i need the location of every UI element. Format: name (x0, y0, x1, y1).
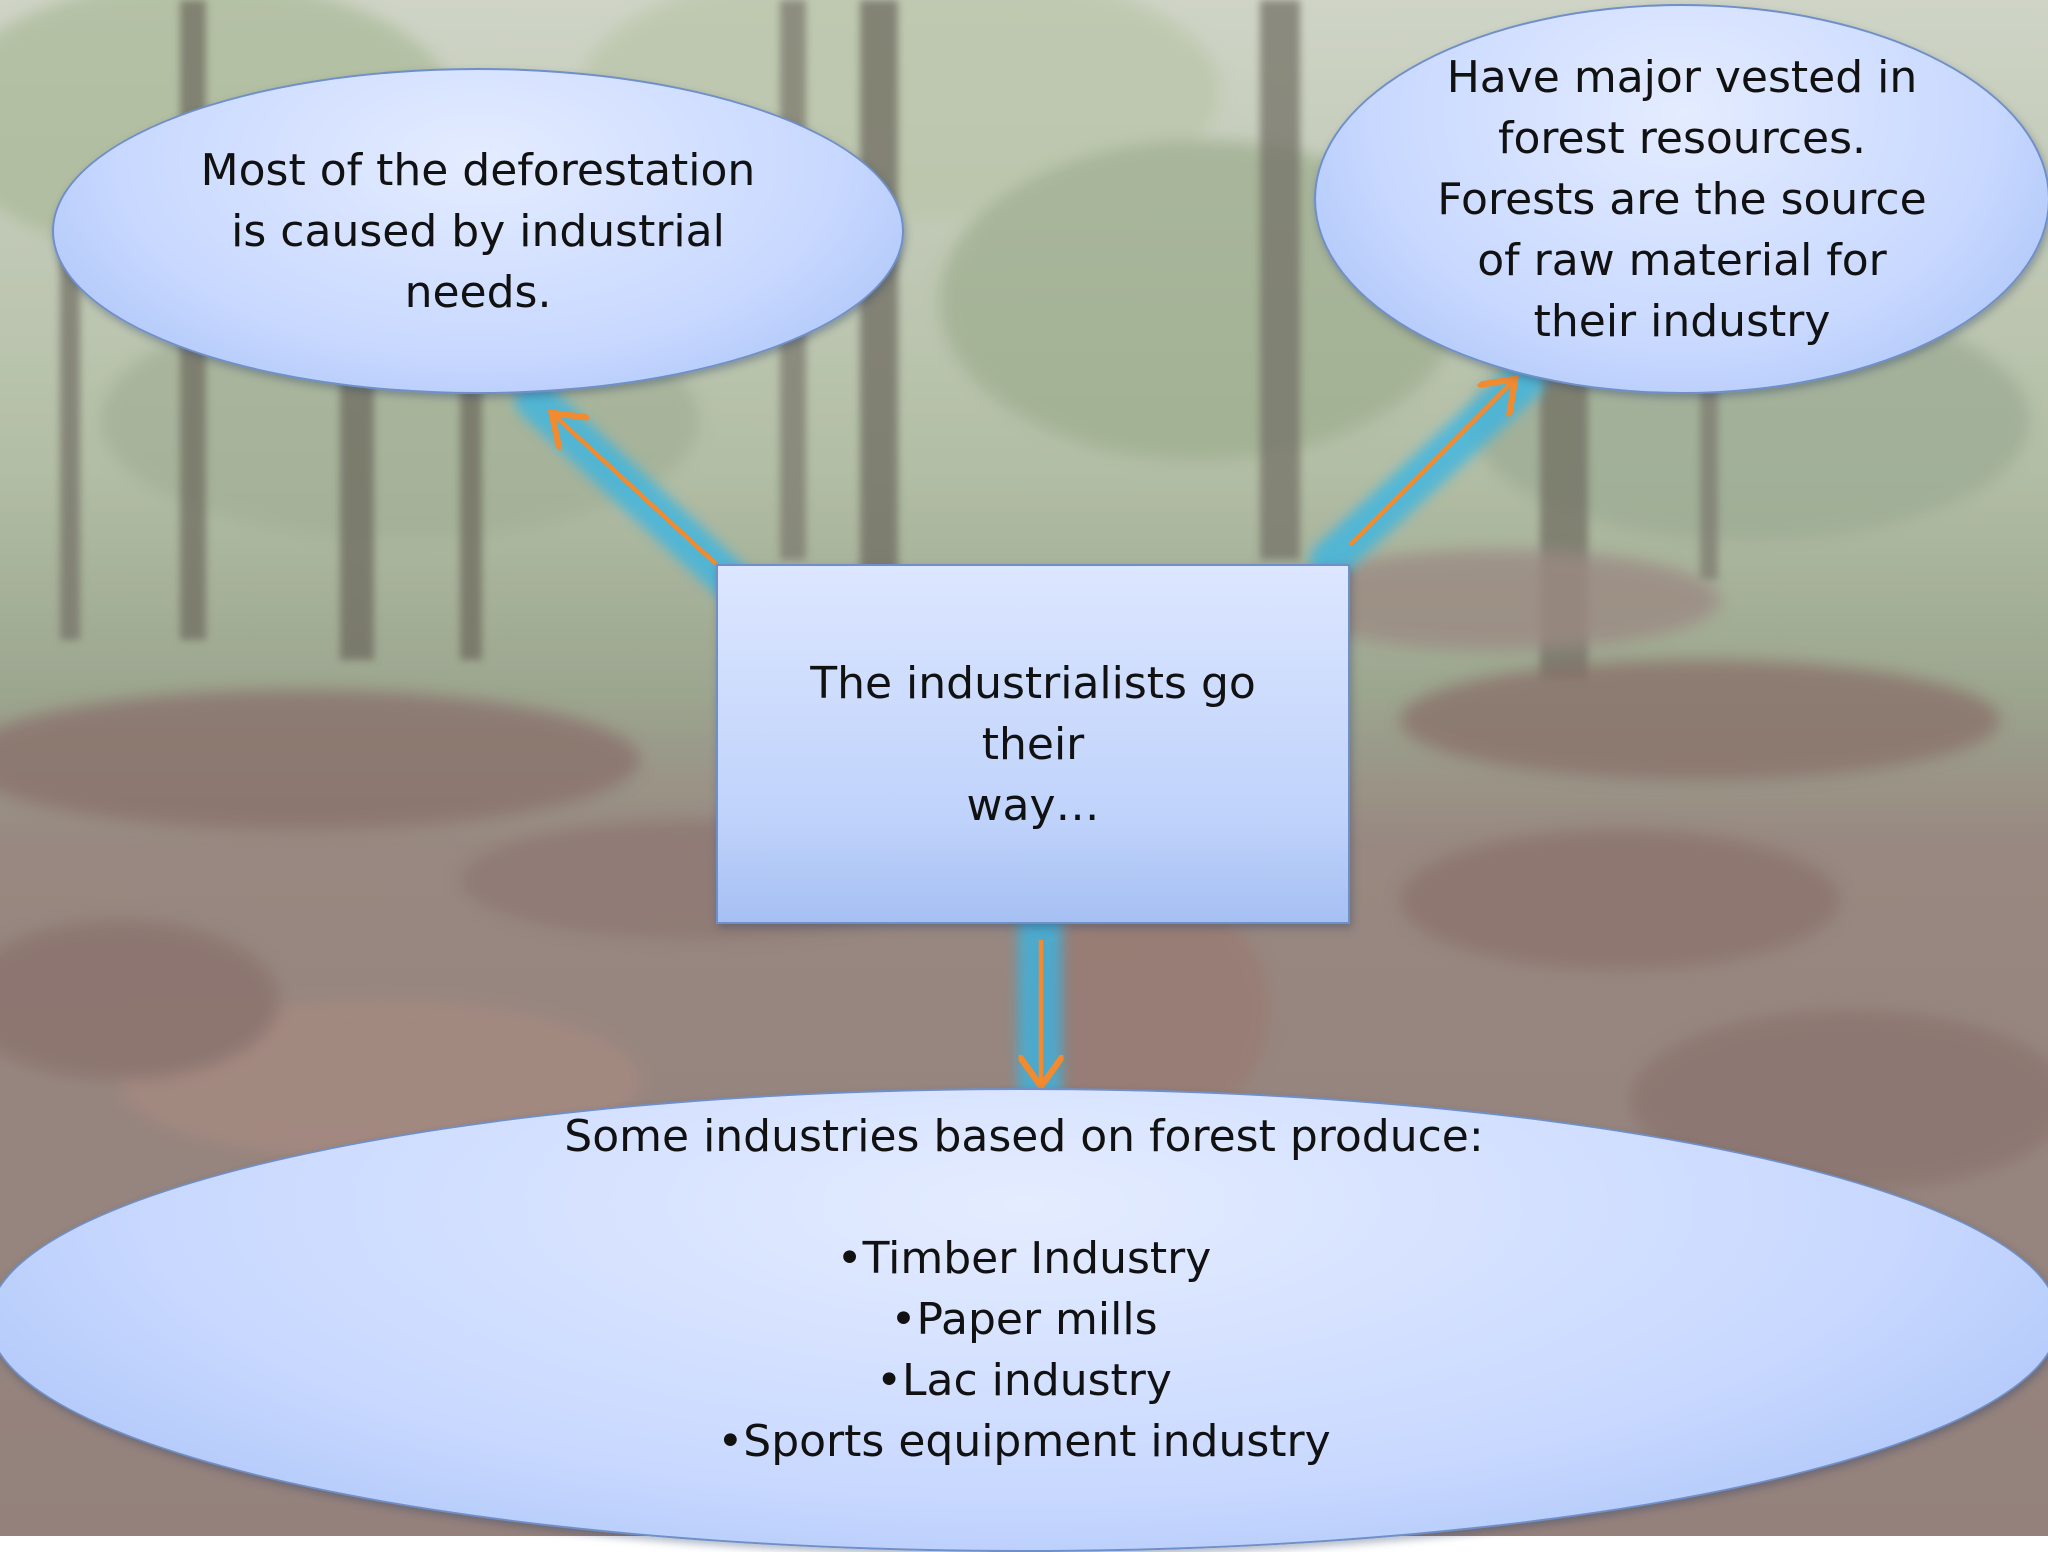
node-text-line: needs. (404, 266, 552, 318)
node-text-line: Have major vested in (1446, 51, 1918, 103)
industry-item: •Paper mills (890, 1294, 1158, 1345)
industry-item: •Timber Industry (836, 1233, 1212, 1284)
node-text-line: of raw material for (1477, 234, 1887, 286)
node-text-line: Forests are the source (1437, 173, 1927, 225)
industrialists-node: The industrialists go their way… (716, 564, 1350, 924)
industry-item: •Lac industry (876, 1355, 1172, 1406)
node-text-line: their industry (1533, 295, 1831, 347)
node-text-line: is caused by industrial (231, 205, 725, 257)
node-text-line: Most of the deforestation (200, 144, 756, 196)
forest-industries-node: Some industries based on forest produce:… (0, 1088, 2048, 1552)
node-text-line: way… (966, 779, 1100, 831)
industry-item: •Sports equipment industry (717, 1416, 1331, 1467)
deforestation-cause-node: Most of the deforestation is caused by i… (52, 68, 904, 394)
industries-list: •Timber Industry •Paper mills •Lac indus… (717, 1228, 1330, 1472)
node-text-line: forest resources. (1498, 112, 1866, 164)
vested-interest-node: Have major vested in forest resources. F… (1314, 4, 2048, 394)
industries-heading: Some industries based on forest produce: (564, 1111, 1484, 1162)
node-text-line: The industrialists go their (810, 657, 1256, 770)
